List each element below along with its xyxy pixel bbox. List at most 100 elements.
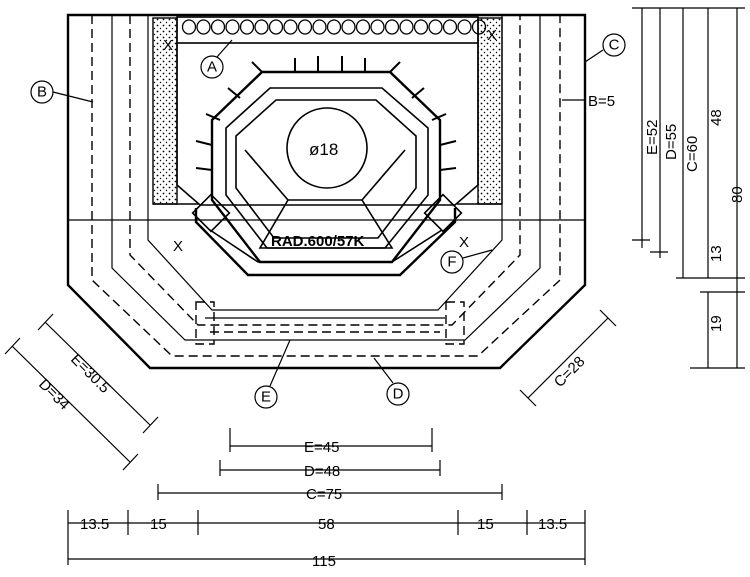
dim-15-left: 15	[150, 516, 167, 533]
label-c: C	[609, 37, 620, 54]
dim-13-5-right: 13.5	[538, 516, 567, 533]
blanket-loop	[428, 19, 443, 35]
lower-ring-2	[209, 229, 443, 263]
leader-f	[462, 249, 493, 259]
fin	[431, 113, 447, 121]
right-insulation	[477, 17, 503, 205]
chamber-diag-left	[244, 149, 289, 201]
fin	[439, 167, 457, 171]
dim-e52: E=52	[644, 120, 661, 155]
x-mark-top-right: X	[487, 27, 497, 44]
radiant-fins	[195, 56, 457, 171]
blanket-loop	[210, 19, 226, 35]
blanket-loop	[297, 19, 313, 35]
blanket-loop	[181, 19, 197, 35]
layer-line-d	[129, 15, 521, 326]
leader-d	[373, 357, 394, 384]
fin	[205, 113, 221, 121]
radiant-ring-inner	[235, 99, 417, 239]
blanket-loop	[254, 19, 269, 35]
x-mark-bottom-right: X	[459, 234, 469, 251]
dim-115: 115	[312, 553, 336, 570]
fin	[439, 140, 457, 146]
blanket-loop	[196, 19, 211, 35]
chamber-floor	[258, 199, 394, 249]
dim-d48-label: D=48	[304, 463, 340, 480]
x-mark-bottom-left: X	[173, 238, 183, 255]
dim-row-segments: 13.5 15 58 15 13.5	[67, 510, 586, 565]
blanket-loop	[370, 19, 385, 35]
leader-c	[584, 49, 604, 63]
blanket-loop	[326, 19, 342, 35]
chamber-diag-right	[361, 149, 406, 201]
clamp-left	[191, 193, 231, 233]
blanket-loop	[239, 19, 255, 35]
blanket-loop	[384, 19, 400, 35]
fin	[251, 61, 263, 73]
blanket-loop	[268, 19, 284, 35]
blanket-loop	[442, 19, 458, 35]
dim-d34: D=34	[35, 376, 73, 414]
layer-line-c	[111, 15, 541, 341]
outer-outline	[66, 13, 587, 370]
dim-58: 58	[318, 516, 335, 533]
dim-19: 19	[708, 315, 725, 332]
inner-wall	[176, 43, 479, 206]
blanket-loop	[283, 19, 298, 35]
label-a: A	[207, 59, 217, 76]
label-e: E	[261, 389, 271, 406]
label-circle-e	[254, 385, 278, 409]
dim-c60: C=60	[684, 136, 701, 172]
leader-b	[52, 91, 94, 103]
fin	[195, 140, 213, 146]
blanket-loop	[399, 19, 414, 35]
leader-e	[269, 339, 291, 387]
right-dashed-box	[445, 301, 465, 345]
fin	[195, 167, 213, 171]
dim-right-group	[632, 7, 745, 369]
dim-diag-left	[4, 313, 159, 471]
top-blanket-frame	[176, 16, 479, 44]
dim-13: 13	[708, 245, 725, 262]
blanket-loop	[457, 19, 472, 35]
dim-d48: D=48	[219, 460, 441, 480]
blanket-loops	[181, 19, 487, 35]
dim-80: 80	[729, 186, 746, 203]
label-circle-f	[440, 250, 464, 274]
dim-c75: C=75	[157, 484, 503, 503]
dim-15-right: 15	[477, 516, 494, 533]
blanket-loop	[471, 19, 487, 35]
blanket-loop	[312, 19, 327, 35]
flue-circle	[286, 107, 368, 189]
fin	[227, 87, 241, 99]
dim-e45-label: E=45	[304, 439, 339, 456]
fin	[389, 61, 401, 73]
label-circle-d	[386, 382, 410, 406]
blanket-loop	[413, 19, 429, 35]
dim-e30-5: E=30.5	[67, 351, 113, 397]
leader-a	[216, 39, 233, 58]
label-f: F	[447, 254, 456, 271]
blanket-loop	[341, 19, 356, 35]
blanket-loop	[355, 19, 371, 35]
left-insulation	[152, 17, 178, 205]
dim-d55: D=55	[663, 124, 680, 160]
flue-label: ø18	[309, 140, 338, 159]
x-mark-top-left: X	[163, 37, 173, 54]
dim-c75-label: C=75	[306, 486, 342, 503]
label-circle-c	[602, 33, 626, 57]
dim-c28: C=28	[551, 353, 589, 391]
dim-e45: E=45	[229, 428, 433, 456]
dim-48: 48	[708, 109, 725, 126]
dim-13-5-left: 13.5	[80, 516, 109, 533]
blanket-loop	[225, 19, 240, 35]
rad-label: RAD.600/57K	[271, 233, 365, 250]
left-dashed-box	[195, 301, 215, 345]
label-circle-a	[200, 55, 224, 79]
fin	[411, 87, 425, 99]
label-d: D	[393, 386, 404, 403]
radiant-ring-mid	[225, 87, 429, 249]
clamp-right	[423, 193, 463, 233]
dim-total: 115	[68, 553, 585, 570]
